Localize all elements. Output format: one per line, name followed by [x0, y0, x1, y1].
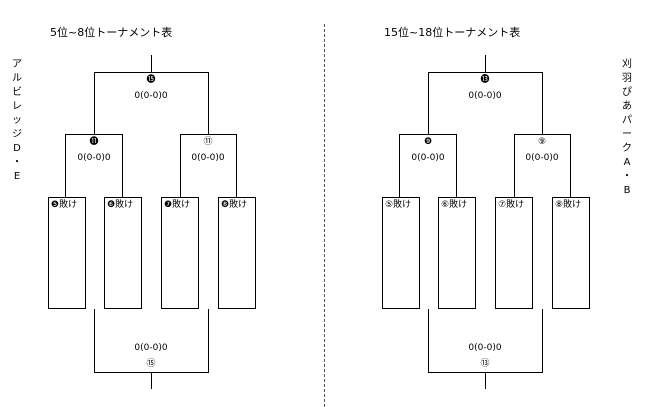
right-top-left-drop — [428, 72, 429, 134]
right-final-top-mark: ⓭ — [480, 75, 490, 85]
right-slot-1-label: ⑤敗け — [385, 200, 412, 210]
left-semi-left-mark: ⓫ — [89, 137, 99, 147]
left-slot-3-label: ❼敗け — [164, 200, 191, 210]
right-semi-right-bar — [514, 134, 571, 135]
right-semi-right-mark: ⑨ — [537, 137, 547, 147]
left-slot-4-label: ❽敗け — [221, 200, 248, 210]
left-semi-left-drop-a — [65, 134, 66, 197]
right-slot-3: ⑦敗け — [495, 197, 533, 309]
left-semi-right-score: 0(0-0)0 — [191, 153, 225, 163]
left-slot-1-label: ❺敗け — [51, 200, 78, 210]
left-bottom-left-rise — [94, 309, 95, 373]
right-team-label: 刈 羽 ぴ あ パ ー ク A ・ B — [622, 59, 632, 196]
right-slot-2-label: ⑥敗け — [441, 200, 468, 210]
right-bottom-stem — [485, 372, 486, 389]
right-semi-right-drop-a — [514, 134, 515, 197]
right-slot-4: ⑧敗け — [552, 197, 590, 309]
right-semi-left-bar — [399, 134, 457, 135]
right-semi-left-mark: ❾ — [423, 137, 433, 147]
right-slot-4-label: ⑧敗け — [555, 200, 582, 210]
left-slot-1: ❺敗け — [48, 197, 86, 309]
left-final-top-score: 0(0-0)0 — [134, 91, 168, 101]
right-semi-left-drop-a — [399, 134, 400, 197]
left-top-left-drop — [94, 72, 95, 134]
right-semi-right-drop-b — [570, 134, 571, 197]
right-bottom-right-rise — [542, 309, 543, 373]
left-semi-right-mark: ⑪ — [203, 137, 213, 147]
left-slot-2: ❻敗け — [104, 197, 142, 309]
right-final-bottom-score: 0(0-0)0 — [468, 343, 502, 353]
left-bottom-stem — [151, 372, 152, 389]
right-slot-3-label: ⑦敗け — [498, 200, 525, 210]
left-slot-2-label: ❻敗け — [107, 200, 134, 210]
right-semi-right-score: 0(0-0)0 — [525, 153, 559, 163]
left-bottom-right-rise — [208, 309, 209, 373]
left-semi-left-bar — [65, 134, 123, 135]
right-top-right-drop — [542, 72, 543, 134]
left-final-bottom-mark: ⑮ — [146, 359, 156, 369]
right-bracket-title: 15位~18位トーナメント表 — [384, 26, 521, 39]
right-final-top-score: 0(0-0)0 — [468, 91, 502, 101]
left-final-top-mark: ⓯ — [146, 75, 156, 85]
right-top-bar — [428, 72, 543, 73]
right-final-bottom-mark: ⑬ — [480, 359, 490, 369]
left-bracket-title: 5位~8位トーナメント表 — [50, 26, 173, 39]
right-semi-left-score: 0(0-0)0 — [411, 153, 445, 163]
left-semi-right-bar — [180, 134, 237, 135]
left-slot-3: ❼敗け — [161, 197, 199, 309]
right-slot-1: ⑤敗け — [382, 197, 420, 309]
left-semi-left-score: 0(0-0)0 — [77, 153, 111, 163]
left-semi-right-drop-b — [236, 134, 237, 197]
left-team-label: ア ル ビ レ ッ ジ D ・ E — [12, 59, 22, 182]
left-top-stem — [151, 55, 152, 72]
right-slot-2: ⑥敗け — [438, 197, 476, 309]
left-slot-4: ❽敗け — [218, 197, 256, 309]
right-top-stem — [485, 55, 486, 72]
left-semi-right-drop-a — [180, 134, 181, 197]
left-final-bottom-score: 0(0-0)0 — [134, 343, 168, 353]
left-top-bar — [94, 72, 209, 73]
center-divider — [324, 24, 325, 407]
left-semi-left-drop-b — [122, 134, 123, 197]
left-top-right-drop — [208, 72, 209, 134]
right-semi-left-drop-b — [456, 134, 457, 197]
right-bottom-left-rise — [428, 309, 429, 373]
